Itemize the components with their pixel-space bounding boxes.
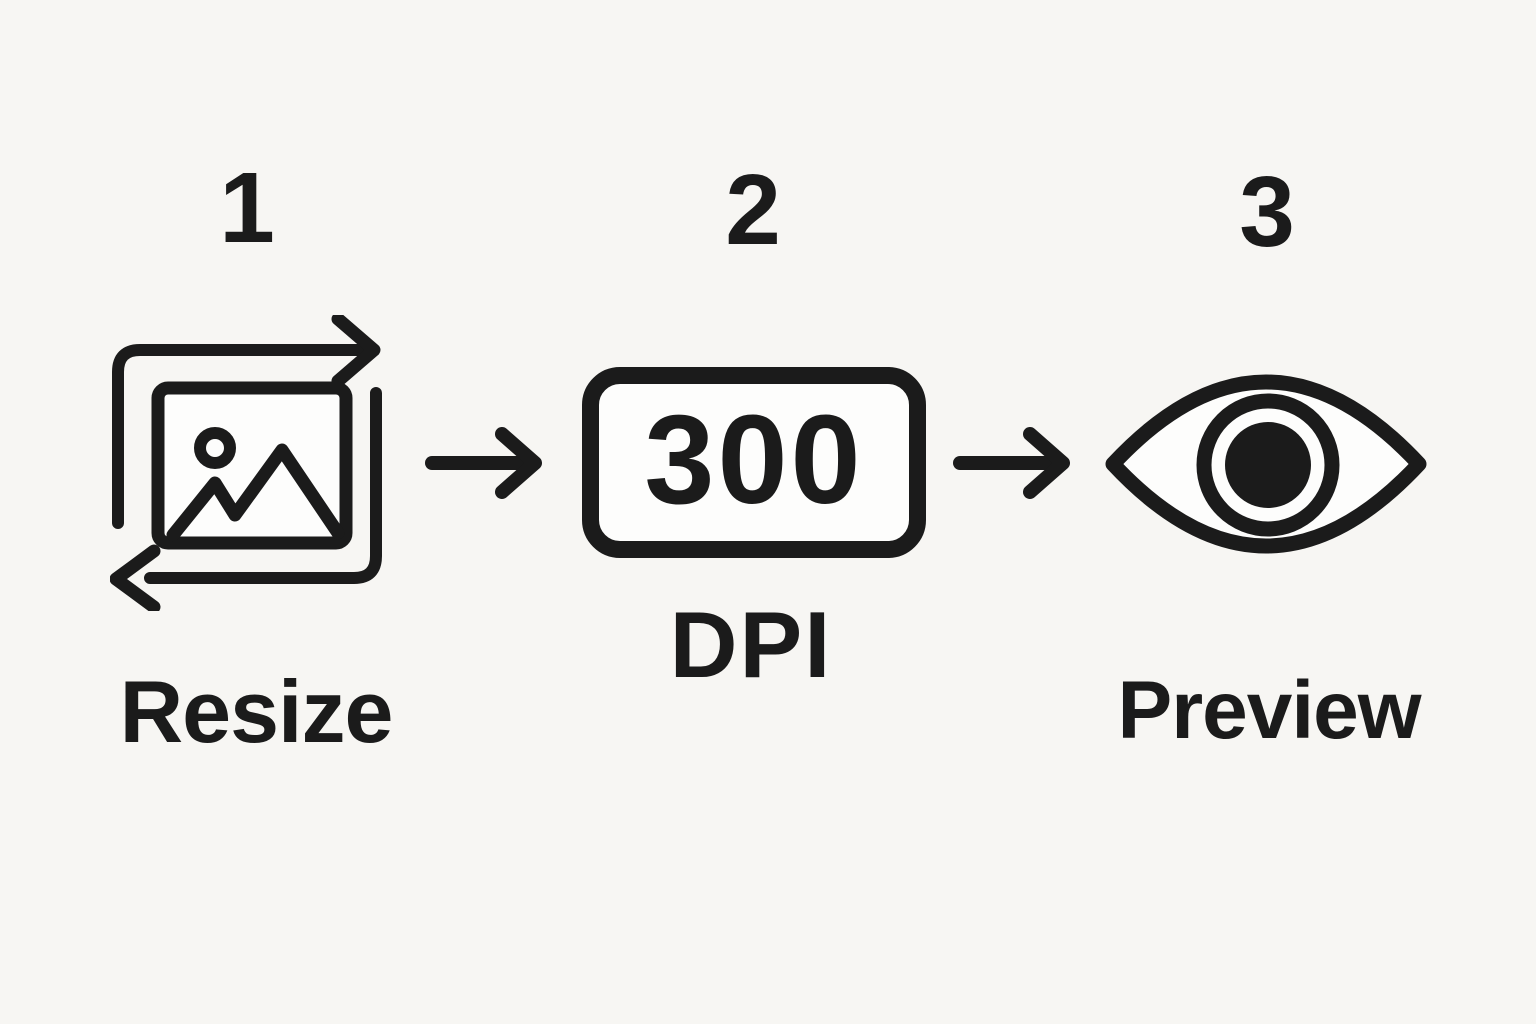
right-arrow-icon <box>952 425 1070 501</box>
step-1-number: 1 <box>219 152 275 264</box>
eye-icon <box>1105 370 1427 558</box>
dpi-badge: 300 <box>582 367 926 558</box>
step-2-label: DPI <box>669 592 833 697</box>
dpi-value: 300 <box>644 388 864 530</box>
right-arrow-icon <box>424 425 542 501</box>
resize-image-icon <box>110 315 382 611</box>
step-3-label: Preview <box>1117 665 1422 756</box>
step-2-number: 2 <box>725 154 781 266</box>
step-3-number: 3 <box>1239 156 1295 268</box>
step-1-label: Resize <box>119 662 394 761</box>
